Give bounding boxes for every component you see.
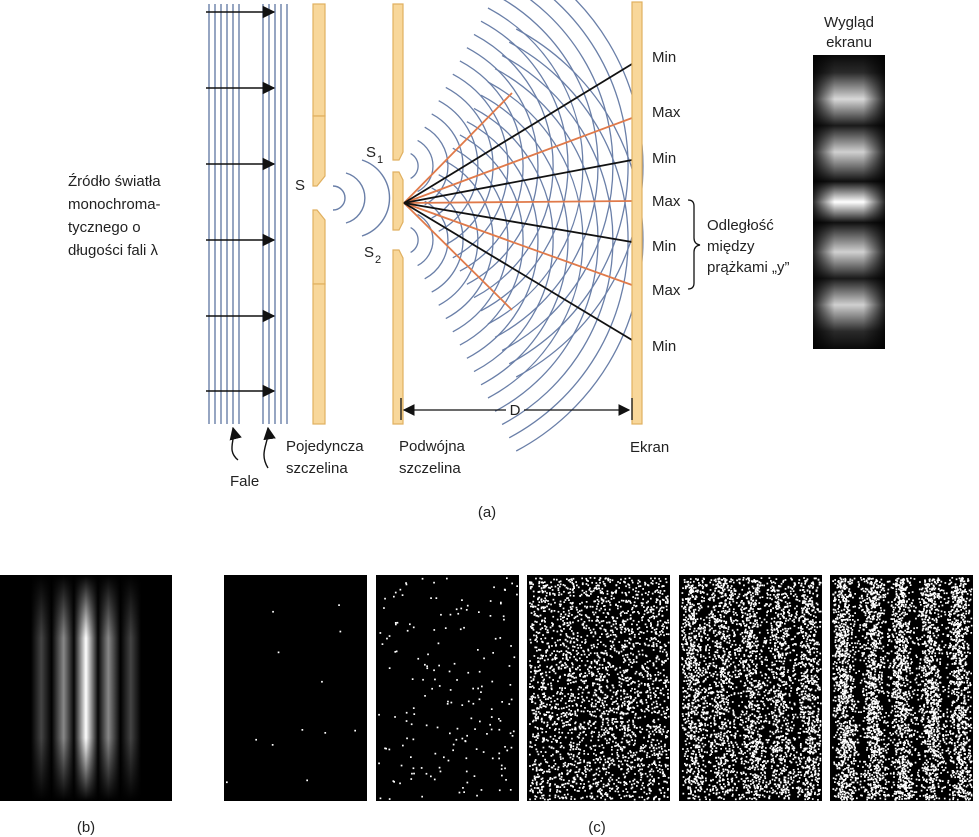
min-ray — [403, 202, 633, 243]
plane-wavefronts — [208, 4, 288, 424]
wave-arc — [410, 153, 419, 179]
wave-arc — [417, 139, 434, 193]
caption-b: (b) — [77, 819, 95, 836]
fringe-label-5: Min — [652, 238, 676, 255]
wave-arc — [487, 81, 584, 399]
wave-arc — [480, 20, 569, 312]
screen-label: Ekran — [630, 439, 669, 456]
max-ray — [403, 117, 633, 204]
fringe-label-1: Min — [652, 49, 676, 66]
wave-arc — [410, 227, 419, 253]
waves-label: Fale — [230, 473, 259, 490]
appearance-title-line-2: ekranu — [826, 34, 872, 51]
wave-arc — [501, 0, 614, 352]
min-ray — [403, 159, 633, 204]
wave-arc — [501, 54, 614, 426]
source-label-line-4: długości fali λ — [68, 242, 159, 259]
min-ray — [403, 63, 633, 204]
appearance-title-line-1: Wygląd — [824, 14, 874, 31]
source-label-line-3: tycznego o — [68, 219, 141, 236]
wave-arc — [508, 0, 629, 365]
wave-arc — [473, 33, 554, 299]
fringe-label-2: Max — [652, 104, 681, 121]
interference-rays — [403, 63, 633, 341]
panel-b-vertical-fade — [0, 575, 172, 801]
screen-plate — [631, 1, 643, 425]
slit2-letter: S — [364, 244, 374, 261]
caption-c: (c) — [588, 819, 606, 836]
wave-arc — [431, 187, 464, 293]
source-label-line-2: monochroma- — [68, 196, 161, 213]
wave-arc — [473, 107, 554, 373]
panel-c-frame-2 — [376, 575, 519, 801]
spacing-label-line-3: prążkami „y” — [707, 259, 790, 276]
wave-arc — [438, 174, 479, 306]
single-slit-label-line-1: Pojedyncza — [286, 438, 364, 455]
spacing-label-line-1: Odległość — [707, 217, 774, 234]
slit1-subscript: 1 — [377, 154, 383, 166]
double-slit-plate — [392, 3, 404, 425]
wave-arc — [417, 213, 434, 267]
distance-label: D — [510, 402, 521, 419]
fringe-label-3: Min — [652, 150, 676, 167]
source-label-line-1: Źródło światła — [68, 173, 161, 190]
max-ray — [403, 202, 513, 311]
wave-arc — [459, 60, 524, 272]
max-ray — [403, 202, 633, 286]
wave-arc — [515, 0, 644, 378]
wave-arc — [459, 134, 524, 346]
caption-a: (a) — [478, 504, 496, 521]
wave-arc — [452, 147, 509, 333]
fringe-label-4: Max — [652, 193, 681, 210]
single-slit-label-line-2: szczelina — [286, 460, 348, 477]
distance-dimension — [400, 398, 633, 420]
wave-arc — [424, 200, 449, 280]
fringe-label-6: Max — [652, 282, 681, 299]
wave-arc — [480, 94, 569, 386]
panel-c-photon-dots — [226, 577, 973, 801]
wave-arc — [508, 41, 629, 439]
double-slit-label-line-2: szczelina — [399, 460, 461, 477]
wave-arc — [466, 121, 539, 359]
slit2-subscript: 2 — [375, 254, 381, 266]
max-ray — [403, 200, 633, 204]
wave-pointer-arrow-left — [229, 426, 242, 461]
panel-c-frame-1 — [224, 575, 367, 801]
double-slit-label-line-1: Podwójna — [399, 438, 466, 455]
max-ray — [403, 92, 513, 204]
wave-arc — [445, 160, 494, 320]
wave-arc — [515, 28, 644, 452]
single-slit-diffracted-waves — [332, 159, 391, 237]
slit1-letter: S — [366, 144, 376, 161]
wave-pointer-arrow-right — [263, 426, 276, 469]
incident-light-arrows — [206, 5, 276, 398]
fringe-label-7: Min — [652, 338, 676, 355]
single-slit-letter: S — [295, 177, 305, 194]
single-slit-plate — [312, 3, 326, 425]
fringe-spacing-bracket — [687, 199, 701, 290]
interference-wave-arcs — [410, 0, 644, 452]
wave-arc — [494, 68, 599, 412]
spacing-label-line-2: między — [707, 238, 755, 255]
screen-appearance-edge-shade — [813, 55, 885, 349]
wave-arc — [466, 47, 539, 285]
wave-arc — [445, 86, 494, 246]
min-ray — [403, 202, 633, 341]
